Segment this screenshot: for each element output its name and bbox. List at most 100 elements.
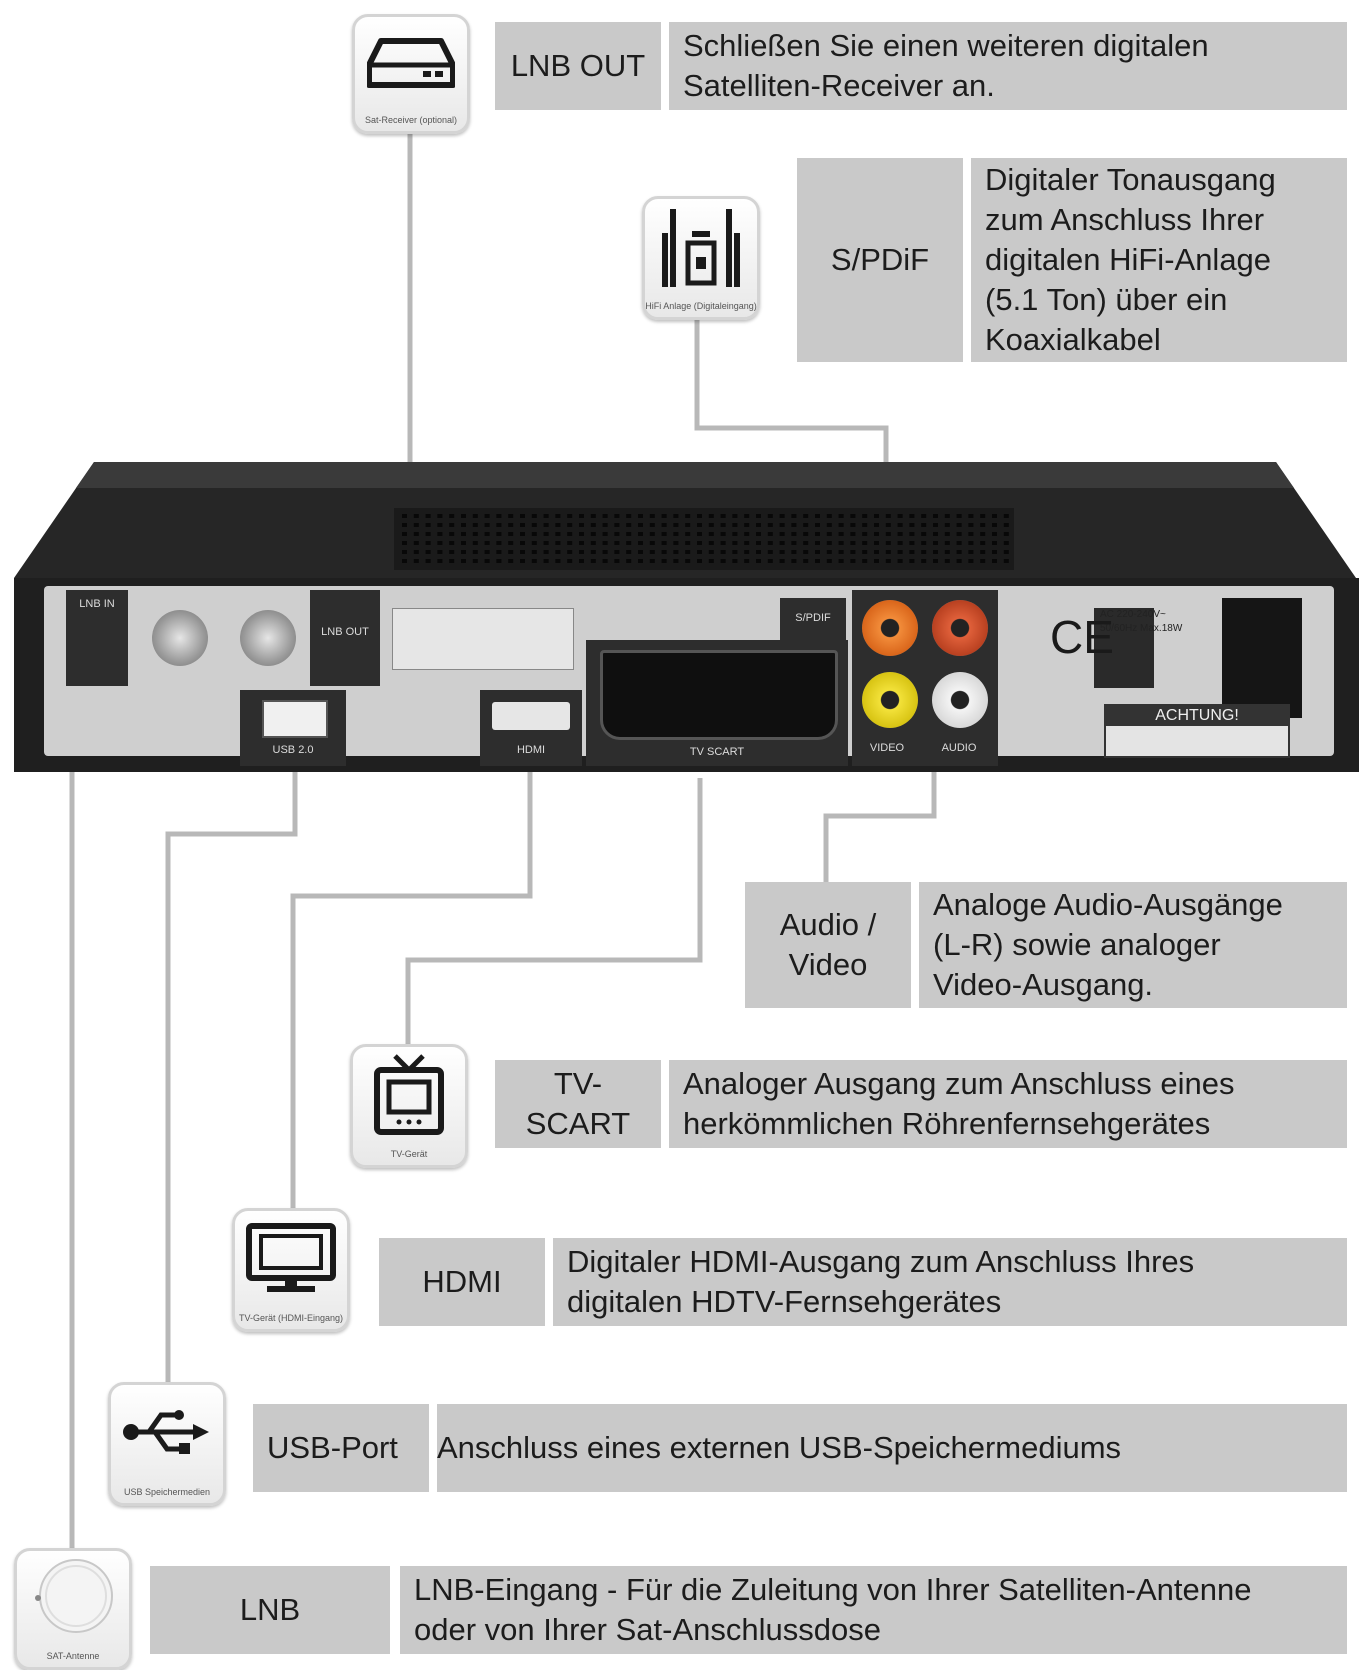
vent-hole [496, 532, 502, 536]
vent-hole [1003, 532, 1009, 536]
vent-hole [673, 559, 679, 563]
usb-label-text: USB-Port [267, 1430, 398, 1465]
spdif-rca-jack [862, 600, 918, 656]
vent-hole [402, 523, 407, 527]
vent-hole [402, 514, 407, 518]
vent-hole [638, 514, 643, 518]
vent-hole [720, 532, 726, 536]
vent-hole [508, 550, 514, 554]
scart-port-label: TV SCART [689, 746, 745, 758]
vent-hole [909, 532, 915, 536]
vent-hole [425, 559, 431, 563]
vent-hole [413, 532, 419, 536]
vent-hole [850, 550, 856, 554]
vent-hole [874, 514, 879, 518]
vent-hole [897, 559, 903, 563]
spdif-description: Digitaler Tonausgang zum Anschluss Ihrer… [971, 158, 1347, 362]
vent-hole [897, 541, 903, 545]
vent-hole [626, 514, 632, 518]
usb-description-text: Anschluss eines externen USB-Speichermed… [437, 1430, 1122, 1465]
vent-hole [815, 532, 820, 536]
vent-hole [567, 532, 573, 536]
vent-hole [496, 559, 502, 563]
vent-hole [661, 514, 667, 518]
vent-hole [779, 541, 785, 545]
vent-hole [472, 541, 478, 545]
vent-hole [921, 532, 927, 536]
vent-hole [720, 541, 726, 545]
vent-hole [543, 559, 549, 563]
vent-hole [602, 514, 608, 518]
spdif-port-label: S/PDIF [795, 612, 831, 624]
vent-hole [708, 541, 714, 545]
vent-hole [449, 559, 455, 563]
vent-hole [933, 532, 938, 536]
vent-hole [402, 541, 407, 545]
vent-hole [992, 559, 997, 563]
usb-port-label: USB 2.0 [272, 744, 314, 756]
usb-icon [123, 1410, 209, 1455]
vent-hole [638, 541, 643, 545]
vent-hole [980, 514, 986, 518]
vent-hole [531, 514, 537, 518]
vent-hole [815, 541, 820, 545]
vent-hole [909, 541, 915, 545]
vent-hole [484, 523, 490, 527]
vent-hole [732, 523, 738, 527]
spdif-description-line: zum Anschluss Ihrer [985, 202, 1265, 237]
spdif-description-line: (5.1 Ton) über ein [985, 282, 1228, 317]
audio-video-description-line: (L-R) sowie analoger [933, 927, 1221, 962]
vent-hole [944, 532, 950, 536]
vent-hole [496, 523, 502, 527]
vent-hole [685, 559, 691, 563]
vent-hole [956, 559, 962, 563]
audio-video-description-line: Analoge Audio-Ausgänge [933, 887, 1283, 922]
vent-hole [437, 514, 443, 518]
vent-hole [649, 550, 655, 554]
vent-hole [555, 541, 561, 545]
vent-hole [685, 523, 691, 527]
vent-hole [767, 514, 773, 518]
vent-hole [484, 559, 490, 563]
vent-hole [461, 559, 466, 563]
vent-hole [543, 541, 549, 545]
vent-hole [803, 559, 809, 563]
vent-hole [461, 550, 466, 554]
vent-hole [484, 550, 490, 554]
audio-video-description-line: Video-Ausgang. [933, 967, 1154, 1002]
vent-hole [626, 559, 632, 563]
vent-hole [862, 559, 868, 563]
vent-hole [885, 559, 891, 563]
vent-hole [815, 559, 820, 563]
vent-hole [579, 532, 584, 536]
scart-port [600, 650, 838, 740]
vent-hole [579, 514, 584, 518]
vent-hole [791, 532, 797, 536]
scart-port-plate: TV SCART [586, 640, 848, 766]
usb-port [262, 700, 328, 738]
vent-hole [779, 532, 785, 536]
vent-hole [1003, 541, 1009, 545]
vent-hole [602, 523, 608, 527]
vent-hole [673, 541, 679, 545]
vent-hole [944, 550, 950, 554]
vent-hole [850, 514, 856, 518]
vent-hole [779, 559, 785, 563]
vent-hole [779, 550, 785, 554]
vent-hole [555, 532, 561, 536]
vent-hole [673, 550, 679, 554]
lnb-out-port-label: LNB OUT [321, 626, 369, 638]
flat-tv-icon [246, 1223, 336, 1293]
hdmi-description-line: Digitaler HDMI-Ausgang zum Anschluss Ihr… [567, 1244, 1195, 1279]
vent-hole [508, 559, 514, 563]
vent-hole [885, 523, 891, 527]
usb-description: Anschluss eines externen USB-Speichermed… [437, 1404, 1347, 1492]
hdmi-description-line: digitalen HDTV-Fernsehgerätes [567, 1284, 1002, 1319]
vent-hole [980, 541, 986, 545]
vent-hole [708, 550, 714, 554]
vent-hole [579, 559, 584, 563]
vent-hole [838, 532, 844, 536]
hdmi-label: HDMI [379, 1238, 545, 1326]
tv-scart-label-line: SCART [525, 1106, 631, 1141]
vent-hole [543, 523, 549, 527]
